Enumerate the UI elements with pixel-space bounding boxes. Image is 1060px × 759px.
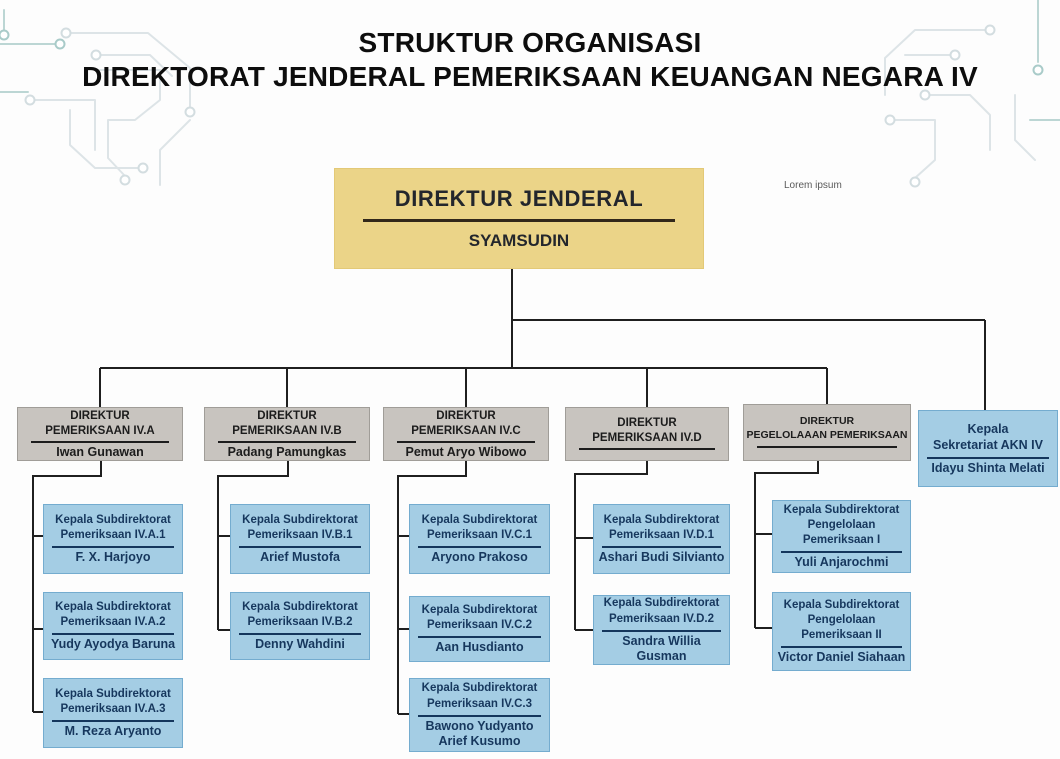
- node-title: DIREKTUR PEMERIKSAAN IV.A: [45, 409, 155, 437]
- node-title: Kepala Subdirektorat Pemeriksaan IV.A.2: [55, 600, 171, 628]
- node-subdit-pengelolaan-1: Kepala Subdirektorat Pengelolaan Pemerik…: [772, 500, 911, 573]
- node-subdit-iva2: Kepala Subdirektorat Pemeriksaan IV.A.2 …: [43, 592, 183, 660]
- node-title: DIREKTUR PEMERIKSAAN IV.D: [592, 416, 702, 444]
- divider: [418, 714, 541, 717]
- node-name: Yudy Ayodya Baruna: [50, 637, 176, 652]
- node-title: Kepala Subdirektorat Pengelolaan Pemerik…: [783, 503, 900, 547]
- node-kepala-sekretariat-akn-iv: Kepala Sekretariat AKN IV Idayu Shinta M…: [918, 410, 1058, 487]
- node-name: M. Reza Aryanto: [64, 724, 162, 739]
- node-name: Victor Daniel Siahaan: [777, 650, 906, 665]
- node-title: Kepala Subdirektorat Pemeriksaan IV.A.3: [55, 687, 171, 715]
- node-name: Aan Husdianto: [435, 640, 524, 655]
- divider: [418, 636, 541, 639]
- divider: [757, 445, 897, 448]
- node-subdit-ivb1: Kepala Subdirektorat Pemeriksaan IV.B.1 …: [230, 504, 370, 574]
- node-direktur-pemeriksaan-ivd: DIREKTUR PEMERIKSAAN IV.D: [565, 407, 729, 461]
- node-subdit-pengelolaan-2: Kepala Subdirektorat Pengelolaan Pemerik…: [772, 592, 911, 671]
- divider: [239, 633, 361, 636]
- node-title: Kepala Subdirektorat Pengelolaan Pemerik…: [783, 598, 900, 642]
- node-subdit-ivd1: Kepala Subdirektorat Pemeriksaan IV.D.1 …: [593, 504, 730, 574]
- node-name: Ashari Budi Silvianto: [598, 550, 725, 565]
- divider: [31, 441, 169, 444]
- divider: [363, 219, 675, 222]
- divider: [927, 456, 1049, 460]
- node-name: Aryono Prakoso: [431, 550, 528, 565]
- node-title: Kepala Subdirektorat Pemeriksaan IV.D.2: [603, 597, 720, 625]
- divider: [52, 546, 174, 549]
- node-subdit-ivc3: Kepala Subdirektorat Pemeriksaan IV.C.3 …: [409, 678, 550, 752]
- lorem-ipsum-watermark: Lorem ipsum: [784, 180, 842, 191]
- node-name: Bawono Yudyanto Arief Kusumo: [425, 718, 534, 748]
- node-subdit-ivb2: Kepala Subdirektorat Pemeriksaan IV.B.2 …: [230, 592, 370, 660]
- node-title: Kepala Subdirektorat Pemeriksaan IV.A.1: [55, 513, 171, 541]
- page-title: STRUKTUR ORGANISASI DIREKTORAT JENDERAL …: [0, 26, 1060, 94]
- node-title: DIREKTUR JENDERAL: [394, 186, 644, 212]
- node-title: DIREKTUR PEGELOLAAAN PEMERIKSAAN: [746, 415, 908, 441]
- node-direktur-jenderal: DIREKTUR JENDERAL SYAMSUDIN: [334, 168, 704, 269]
- node-title: Kepala Subdirektorat Pemeriksaan IV.C.3: [421, 682, 538, 710]
- node-direktur-pemeriksaan-ivb: DIREKTUR PEMERIKSAAN IV.B Padang Pamungk…: [204, 407, 370, 461]
- node-name: Denny Wahdini: [255, 637, 345, 652]
- divider: [578, 448, 716, 451]
- divider: [239, 546, 361, 549]
- node-title: DIREKTUR PEMERIKSAAN IV.B: [232, 409, 342, 437]
- node-title: Kepala Subdirektorat Pemeriksaan IV.C.1: [421, 513, 538, 541]
- divider: [397, 441, 535, 444]
- node-title: Kepala Subdirektorat Pemeriksaan IV.B.2: [242, 600, 358, 628]
- divider: [602, 629, 721, 632]
- node-direktur-pemeriksaan-iva: DIREKTUR PEMERIKSAAN IV.A Iwan Gunawan: [17, 407, 183, 461]
- node-direktur-pegelolaaan-pemeriksaan: DIREKTUR PEGELOLAAAN PEMERIKSAAN: [743, 404, 911, 461]
- node-title: Kepala Subdirektorat Pemeriksaan IV.D.1: [603, 513, 720, 541]
- node-name: Pemut Aryo Wibowo: [405, 445, 527, 460]
- page-title-line1: STRUKTUR ORGANISASI: [358, 27, 702, 58]
- node-title: Kepala Subdirektorat Pemeriksaan IV.C.2: [421, 603, 538, 631]
- node-subdit-iva3: Kepala Subdirektorat Pemeriksaan IV.A.3 …: [43, 678, 183, 748]
- node-subdit-ivc2: Kepala Subdirektorat Pemeriksaan IV.C.2 …: [409, 596, 550, 662]
- divider: [418, 546, 541, 549]
- page-title-line2: DIREKTORAT JENDERAL PEMERIKSAAN KEUANGAN…: [82, 61, 978, 93]
- node-direktur-pemeriksaan-ivc: DIREKTUR PEMERIKSAAN IV.C Pemut Aryo Wib…: [383, 407, 549, 461]
- node-name: Yuli Anjarochmi: [794, 555, 889, 570]
- node-subdit-ivd2: Kepala Subdirektorat Pemeriksaan IV.D.2 …: [593, 595, 730, 665]
- divider: [781, 646, 902, 649]
- divider: [602, 546, 721, 549]
- node-name: Sandra Willia Gusman: [622, 633, 701, 663]
- divider: [52, 720, 174, 723]
- node-title: DIREKTUR PEMERIKSAAN IV.C: [411, 409, 521, 437]
- node-name: SYAMSUDIN: [468, 230, 570, 250]
- node-name: Padang Pamungkas: [227, 445, 347, 460]
- divider: [781, 551, 902, 554]
- node-title: Kepala Sekretariat AKN IV: [933, 421, 1043, 453]
- node-name: F. X. Harjoyo: [75, 550, 151, 565]
- node-subdit-ivc1: Kepala Subdirektorat Pemeriksaan IV.C.1 …: [409, 504, 550, 574]
- divider: [52, 633, 174, 636]
- node-name: Arief Mustofa: [260, 550, 340, 565]
- node-name: Iwan Gunawan: [56, 445, 144, 460]
- node-subdit-iva1: Kepala Subdirektorat Pemeriksaan IV.A.1 …: [43, 504, 183, 574]
- divider: [218, 441, 356, 444]
- node-title: Kepala Subdirektorat Pemeriksaan IV.B.1: [242, 513, 358, 541]
- node-name: Idayu Shinta Melati: [931, 461, 1045, 476]
